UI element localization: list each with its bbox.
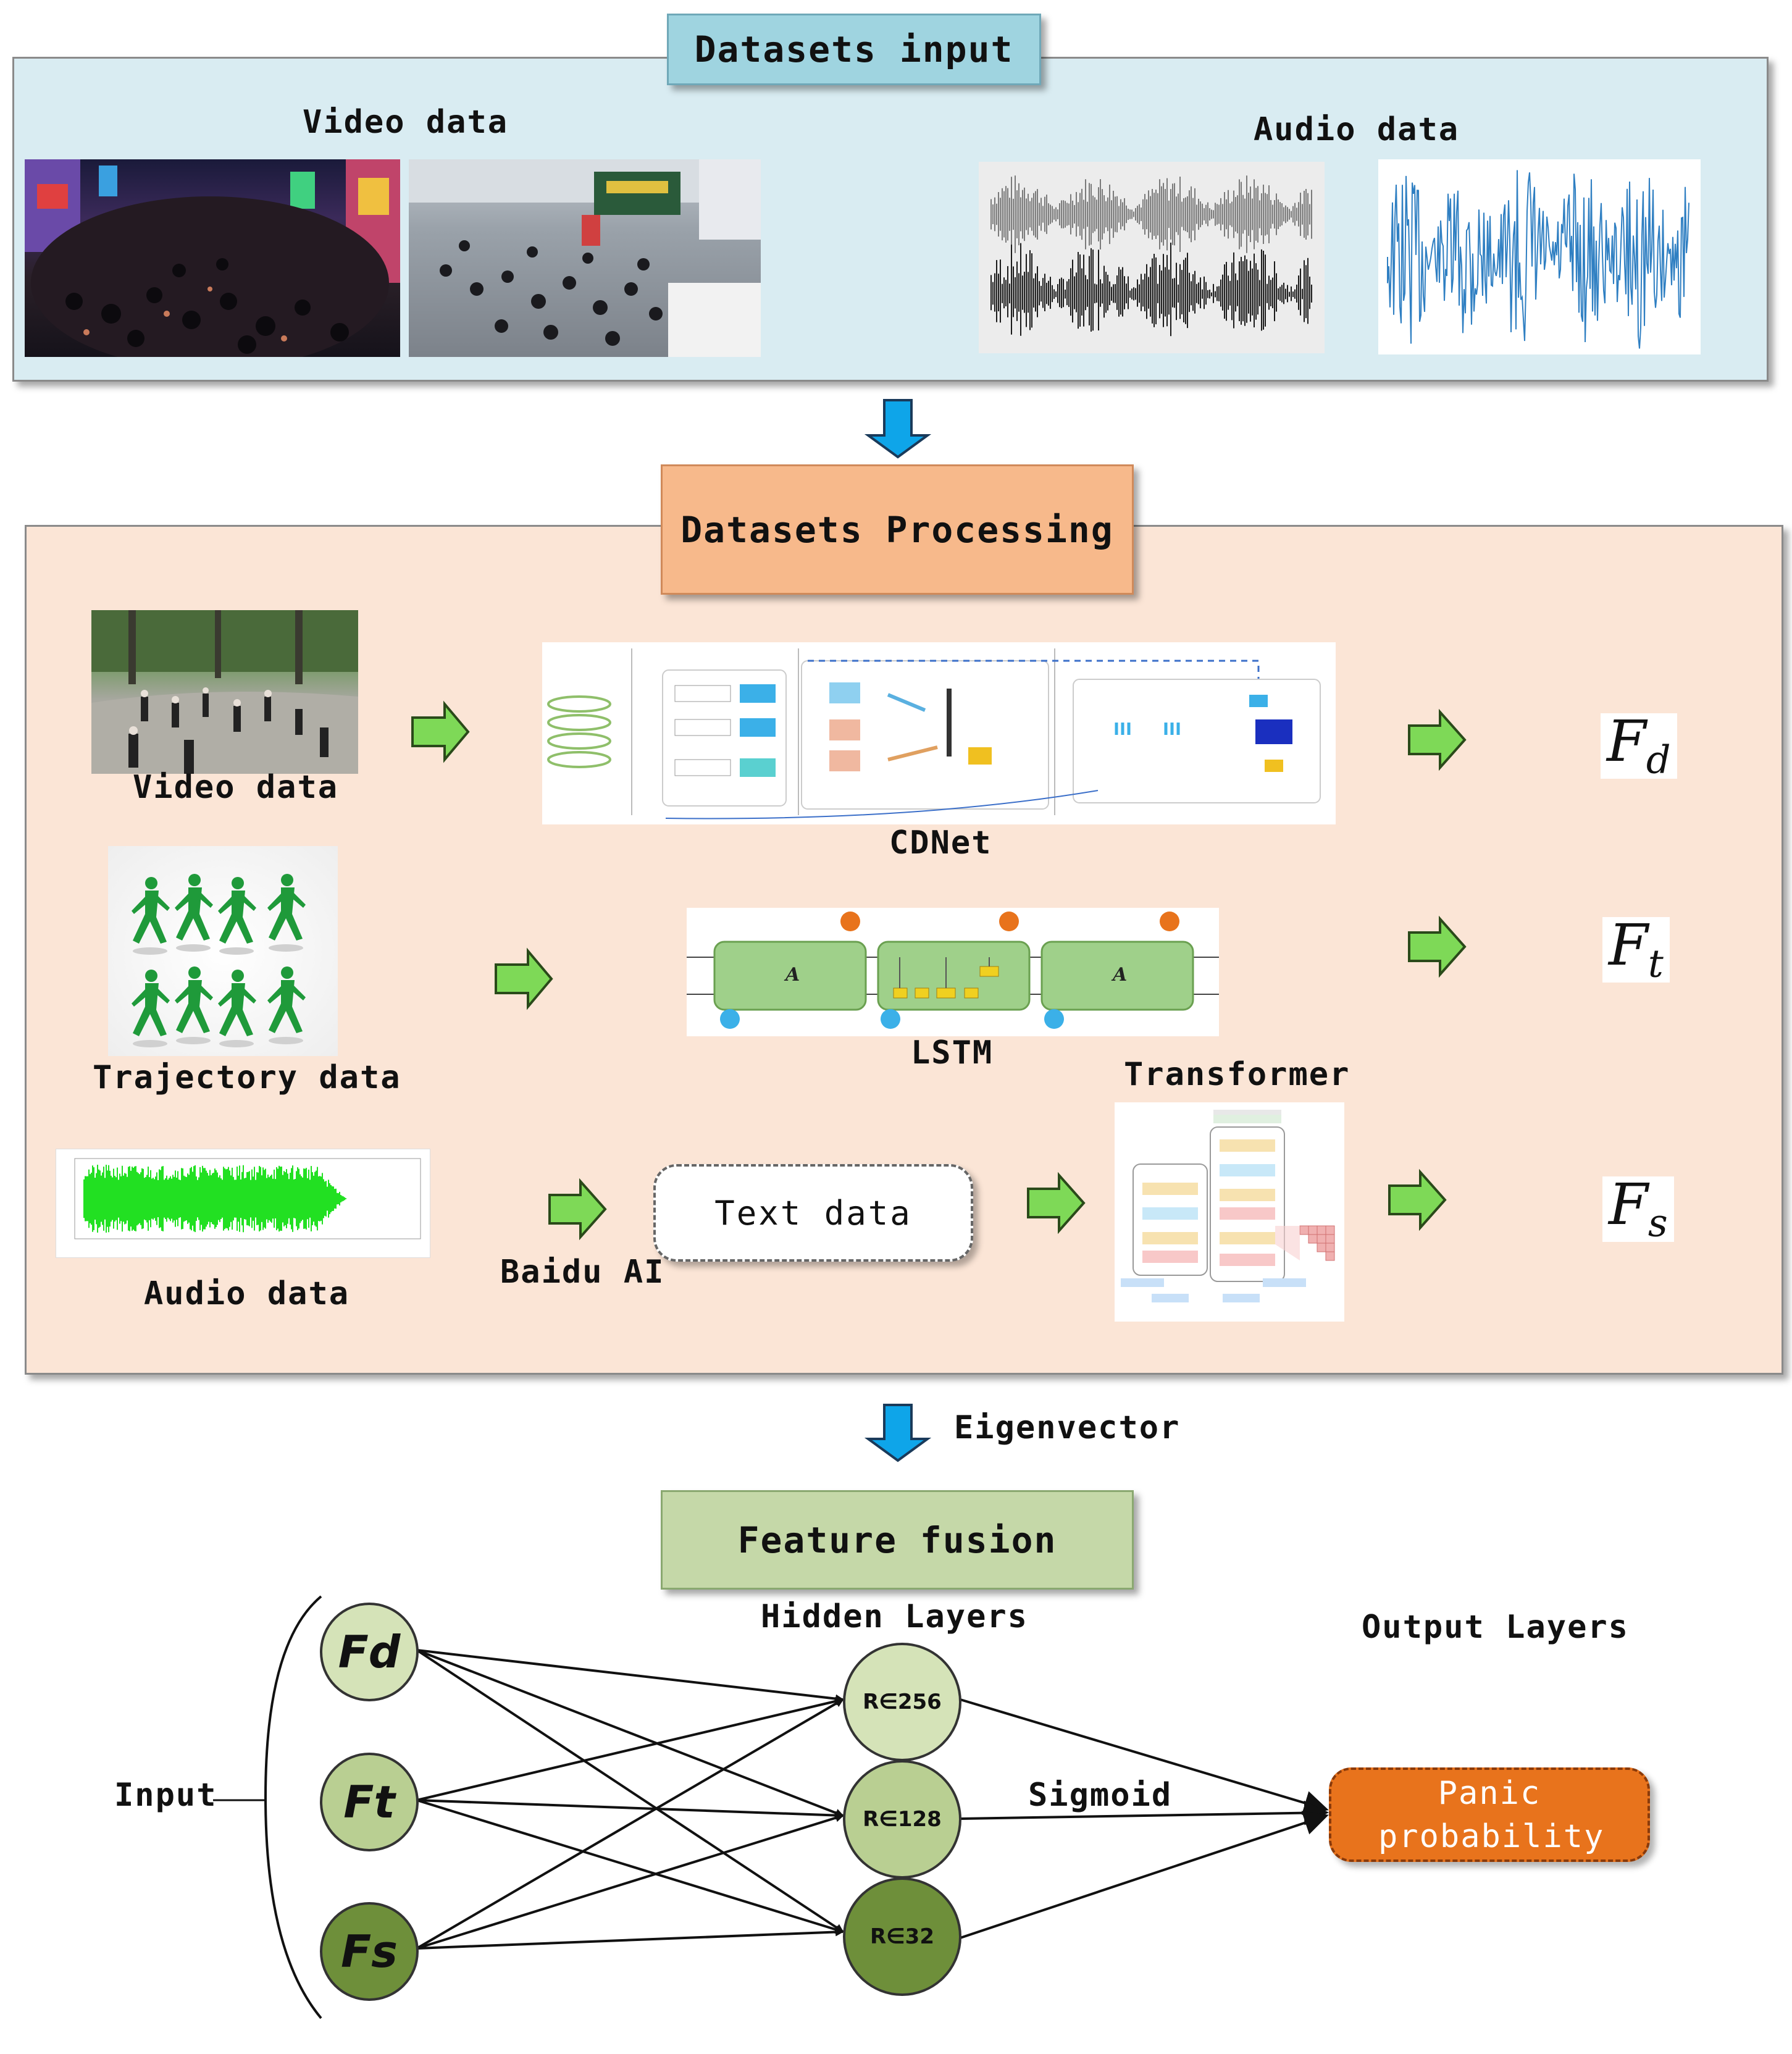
audio-waveform-dark-image	[979, 162, 1325, 353]
transformer-label: Transformer	[1124, 1056, 1350, 1093]
input-node-ft: Ft	[320, 1753, 419, 1851]
input-audio-label: Audio data	[1254, 111, 1460, 148]
input-node-fs-label: Fs	[340, 1926, 398, 1977]
output-fd-sub: d	[1646, 737, 1671, 782]
output-ft-symbol: Ft	[1602, 917, 1670, 983]
runner-shadow	[133, 947, 167, 955]
processing-audio-label: Audio data	[144, 1275, 350, 1312]
processing-video-image	[91, 610, 358, 774]
runner-figure	[132, 877, 170, 944]
runner-figure	[267, 874, 306, 941]
baidu-ai-label: Baidu AI	[500, 1254, 665, 1291]
panic-probability-label: Panic probability	[1378, 1774, 1605, 1855]
output-layers-label: Output Layers	[1362, 1609, 1629, 1646]
output-ft-sub: t	[1648, 941, 1664, 986]
runner-shadow	[219, 1040, 254, 1047]
input-node-ft-label: Ft	[343, 1776, 395, 1828]
runner-figure	[218, 877, 256, 944]
blue-down-arrow-2	[864, 1404, 932, 1462]
runners-graphic	[132, 874, 306, 1047]
input-video-label: Video data	[303, 104, 509, 141]
processing-section-title: Datasets Processing	[661, 464, 1134, 595]
output-fd-base: F	[1607, 708, 1646, 774]
crowd-station-graphic	[409, 159, 761, 357]
hidden-node-256-label: R∈256	[863, 1690, 942, 1714]
hidden-node-32: R∈32	[843, 1877, 961, 1996]
panic-probability-box: Panic probability	[1329, 1767, 1650, 1862]
output-ft-base: F	[1609, 912, 1648, 978]
blue-down-arrow-1	[864, 399, 932, 459]
hidden-layers-label: Hidden Layers	[761, 1598, 1028, 1635]
output-fd-symbol: Fd	[1601, 713, 1677, 779]
runner-figure	[175, 874, 213, 941]
output-fs-base: F	[1609, 1172, 1648, 1238]
output-fs-sub: s	[1648, 1200, 1668, 1246]
output-fs-symbol: Fs	[1602, 1176, 1674, 1246]
runner-figure	[267, 966, 306, 1033]
sigmoid-label: Sigmoid	[1028, 1777, 1173, 1814]
runner-shadow	[219, 947, 254, 955]
input-node-fd: Fd	[320, 1603, 419, 1701]
processing-audio-image	[56, 1149, 430, 1258]
trajectory-image	[108, 846, 338, 1056]
transformer-diagram-image	[1115, 1102, 1344, 1322]
fusion-section-title: Feature fusion	[661, 1490, 1134, 1590]
input-node-fd-label: Fd	[338, 1626, 401, 1678]
input-section-title: Datasets input	[667, 14, 1041, 85]
runner-shadow	[176, 944, 211, 952]
text-data-box: Text data	[653, 1164, 973, 1262]
runner-figure	[218, 970, 256, 1036]
trajectory-label: Trajectory data	[93, 1059, 401, 1096]
input-node-fs: Fs	[320, 1902, 419, 2001]
cdnet-label: CDNet	[889, 824, 992, 861]
runner-shadow	[133, 1040, 167, 1047]
cdnet-architecture-graphic	[547, 648, 1321, 820]
crowd-station-image	[409, 159, 761, 357]
lstm-label: LSTM	[911, 1034, 994, 1071]
crowd-night-image	[25, 159, 400, 357]
waveform-dark-graphic	[990, 175, 1312, 337]
transformer-architecture-graphic	[1121, 1110, 1335, 1302]
runner-shadow	[269, 1037, 303, 1044]
waveform-blue-trace	[1387, 170, 1689, 349]
hidden-node-32-label: R∈32	[870, 1924, 934, 1949]
hidden-node-128: R∈128	[843, 1760, 961, 1879]
lstm-cell-3-label: A	[1111, 964, 1127, 986]
runner-shadow	[176, 1037, 211, 1044]
audio-waveform-blue-image	[1378, 159, 1701, 354]
lstm-cells-graphic: A A	[687, 912, 1219, 1029]
runner-figure	[132, 970, 170, 1036]
crowd-night-graphic	[25, 159, 400, 357]
lstm-cell-1-label: A	[784, 964, 800, 986]
input-label: Input	[114, 1777, 217, 1814]
eigenvector-label: Eigenvector	[954, 1409, 1181, 1446]
hidden-node-128-label: R∈128	[863, 1807, 942, 1832]
green-audio-graphic	[74, 1158, 421, 1239]
hidden-node-256: R∈256	[843, 1643, 961, 1761]
runner-figure	[175, 966, 213, 1033]
runner-shadow	[269, 944, 303, 952]
green-audio-frame	[74, 1158, 421, 1239]
text-data-label: Text data	[714, 1193, 912, 1233]
park-crowd-graphic	[91, 610, 358, 774]
cdnet-diagram-image	[542, 642, 1336, 824]
processing-video-label: Video data	[133, 769, 339, 806]
waveform-blue-graphic	[1387, 170, 1689, 349]
lstm-diagram-image: A A	[687, 908, 1219, 1036]
